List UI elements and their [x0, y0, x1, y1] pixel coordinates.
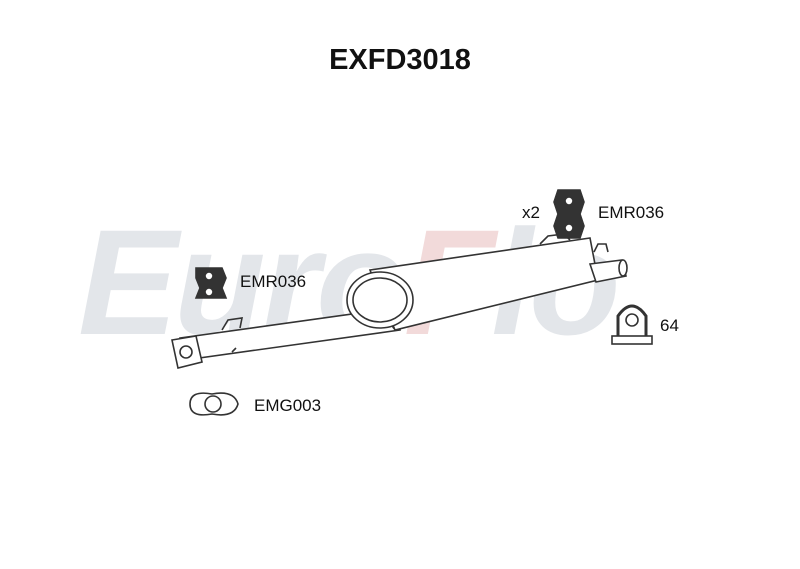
part-label: EMR036 [598, 203, 665, 222]
quantity-label: x2 [522, 203, 540, 222]
flange [171, 335, 203, 369]
u-clamp-icon [611, 304, 653, 345]
part-label: EMG003 [254, 396, 322, 415]
rubber-hanger-icon [553, 189, 585, 239]
rubber-hanger-icon [194, 267, 228, 299]
gasket-icon [189, 392, 239, 416]
part-number-title: EXFD3018 [329, 44, 471, 76]
silencer-box [346, 233, 628, 331]
part-label: EMR036 [240, 272, 307, 291]
part-label: 64 [660, 316, 679, 335]
